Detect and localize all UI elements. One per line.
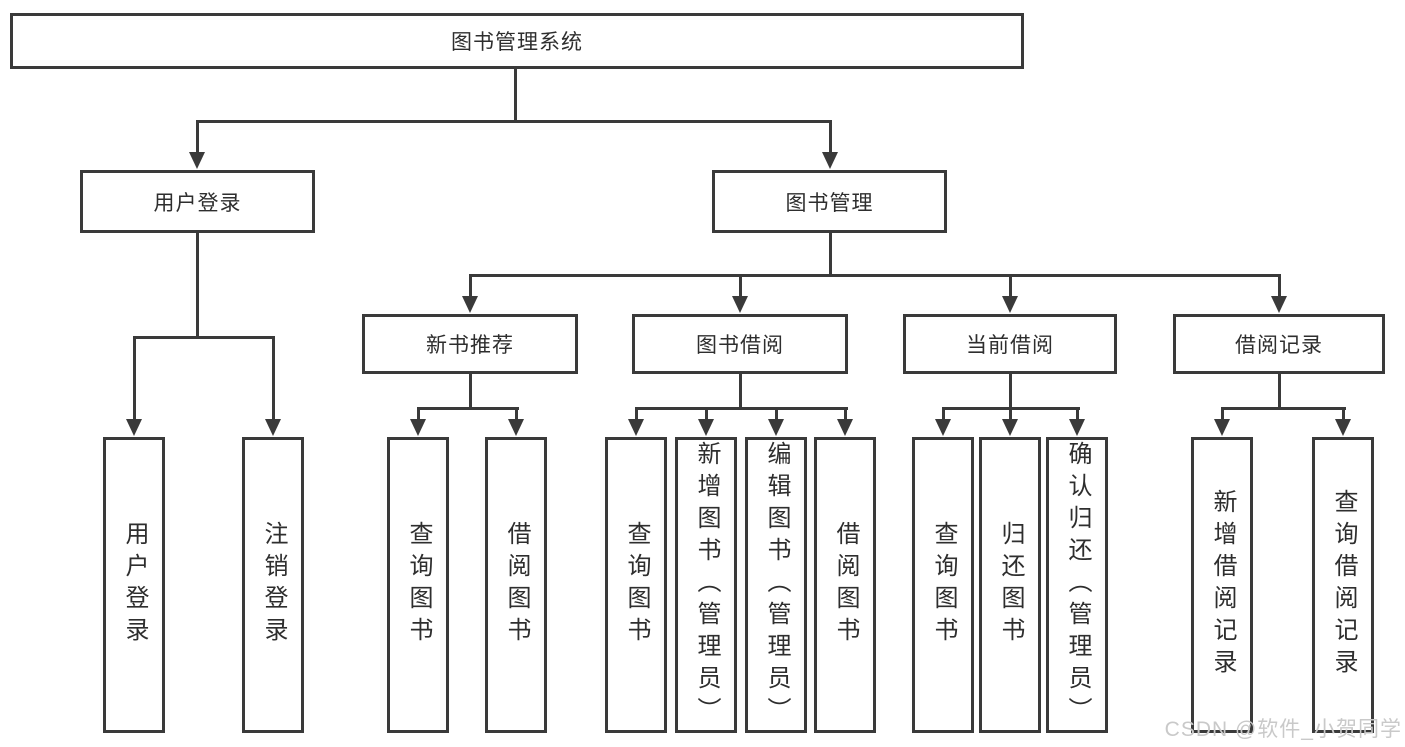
connector-line: [1220, 406, 1346, 410]
connector-line: [1277, 373, 1281, 410]
connector-line: [132, 335, 275, 339]
arrowhead: [189, 152, 205, 169]
connector-line: [738, 373, 742, 410]
leaf-edit-books-admin: 编辑图书（管理员）: [745, 437, 807, 733]
arrowhead: [1271, 296, 1287, 313]
arrowhead: [935, 419, 951, 436]
leaf-borrow-books-recommend: 借阅图书: [485, 437, 547, 733]
node-book-management: 图书管理: [712, 170, 947, 233]
leaf-label: 确认归还（管理员）: [1064, 441, 1091, 729]
leaf-query-books-current: 查询图书: [912, 437, 974, 733]
leaf-label: 新增借阅记录: [1209, 489, 1236, 681]
leaf-label: 查询图书: [930, 521, 957, 649]
node-label: 图书借阅: [696, 334, 784, 357]
connector-line: [634, 406, 848, 410]
arrowhead: [265, 419, 281, 436]
node-label: 新书推荐: [426, 334, 514, 357]
arrowhead: [508, 419, 524, 436]
node-new-book-recommendation: 新书推荐: [362, 314, 578, 374]
leaf-label: 查询借阅记录: [1330, 489, 1357, 681]
arrowhead: [1002, 296, 1018, 313]
connector-line: [1008, 274, 1012, 299]
connector-line: [704, 407, 708, 422]
node-library-management-system: 图书管理系统: [10, 13, 1024, 69]
node-label: 图书管理系统: [451, 31, 583, 54]
connector-line: [514, 407, 518, 422]
connector-line: [468, 273, 1281, 277]
leaf-borrow-books: 借阅图书: [814, 437, 876, 733]
connector-line: [271, 336, 275, 422]
arrowhead: [410, 419, 426, 436]
node-user-login: 用户登录: [80, 170, 315, 233]
connector-line: [195, 120, 832, 123]
leaf-label: 注销登录: [260, 521, 287, 649]
arrowhead: [1335, 419, 1351, 436]
leaf-query-books-borrowing: 查询图书: [605, 437, 667, 733]
node-label: 借阅记录: [1235, 334, 1323, 357]
connector-line: [738, 274, 742, 299]
arrowhead: [768, 419, 784, 436]
node-label: 当前借阅: [966, 334, 1054, 357]
arrowhead: [462, 296, 478, 313]
connector-line: [634, 407, 638, 422]
connector-line: [416, 407, 420, 422]
connector-line: [1008, 407, 1012, 422]
connector-line: [774, 407, 778, 422]
connector-line: [1008, 373, 1012, 410]
node-borrowing-records: 借阅记录: [1173, 314, 1385, 374]
connector-line: [468, 373, 472, 410]
arrowhead: [732, 296, 748, 313]
leaf-add-books-admin: 新增图书（管理员）: [675, 437, 737, 733]
leaf-label: 查询图书: [405, 521, 432, 649]
connector-line: [1277, 274, 1281, 299]
arrowhead: [698, 419, 714, 436]
node-book-borrowing: 图书借阅: [632, 314, 848, 374]
csdn-watermark: CSDN @软件_小贺同学: [1164, 718, 1402, 741]
leaf-confirm-return-admin: 确认归还（管理员）: [1046, 437, 1108, 733]
leaf-label: 借阅图书: [503, 521, 530, 649]
arrowhead: [628, 419, 644, 436]
arrowhead: [1214, 419, 1230, 436]
connector-line: [843, 407, 847, 422]
leaf-logout: 注销登录: [242, 437, 304, 733]
leaf-return-books: 归还图书: [979, 437, 1041, 733]
connector-line: [828, 120, 832, 155]
connector-line: [828, 232, 832, 277]
leaf-query-books-recommend: 查询图书: [387, 437, 449, 733]
arrowhead: [822, 152, 838, 169]
connector-line: [195, 232, 199, 339]
arrowhead: [837, 419, 853, 436]
leaf-user-login: 用户登录: [103, 437, 165, 733]
leaf-label: 归还图书: [997, 521, 1024, 649]
node-current-borrowing: 当前借阅: [903, 314, 1117, 374]
connector-line: [468, 274, 472, 299]
connector-line: [195, 120, 199, 155]
arrowhead: [1002, 419, 1018, 436]
connector-line: [513, 69, 517, 123]
connector-line: [1341, 407, 1345, 422]
leaf-query-borrow-record: 查询借阅记录: [1312, 437, 1374, 733]
node-label: 用户登录: [153, 191, 242, 215]
connector-line: [132, 336, 136, 422]
leaf-label: 借阅图书: [832, 521, 859, 649]
leaf-add-borrow-record: 新增借阅记录: [1191, 437, 1253, 733]
leaf-label: 查询图书: [623, 521, 650, 649]
connector-line: [941, 407, 945, 422]
connector-line: [416, 406, 519, 410]
arrowhead: [126, 419, 142, 436]
leaf-label: 编辑图书（管理员）: [763, 441, 790, 729]
connector-line: [1220, 407, 1224, 422]
connector-line: [1075, 407, 1079, 422]
leaf-label: 新增图书（管理员）: [693, 441, 720, 729]
node-label: 图书管理: [785, 191, 874, 215]
leaf-label: 用户登录: [121, 521, 148, 649]
arrowhead: [1069, 419, 1085, 436]
